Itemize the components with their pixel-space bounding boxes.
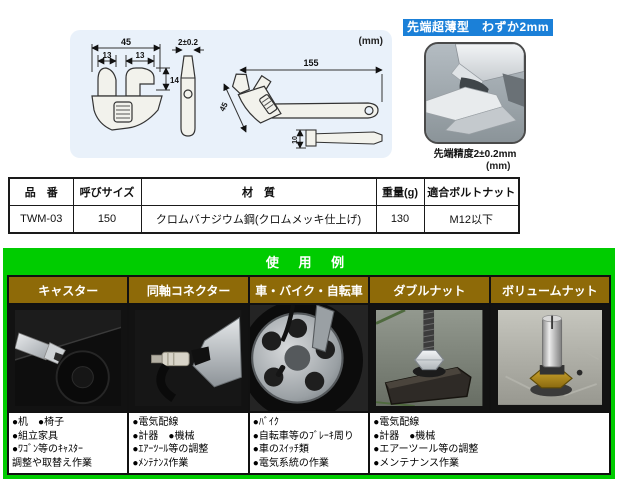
spec-table-units-label: (mm) bbox=[486, 161, 511, 172]
usage-col-header-vehicle: 車・バイク・自転車 bbox=[249, 277, 369, 303]
usage-title: 使 用 例 bbox=[265, 255, 353, 270]
note-line: ●ﾒﾝﾃﾅﾝｽ作業 bbox=[132, 457, 189, 469]
dim-head-width-angled: 45 bbox=[218, 100, 230, 112]
header-part-number: 品 番 bbox=[8, 177, 74, 206]
note-line: 調整や取替え作業 bbox=[12, 457, 92, 469]
cell-material: クロムバナジウム鋼(クロムメッキ仕上げ) bbox=[140, 205, 377, 234]
dim-jaw-depth: 14 bbox=[170, 76, 179, 85]
cell-bolt-nut-fit: M12以下 bbox=[423, 205, 520, 234]
usage-note-caster: ●机 ●椅子 ●組立家具 ●ﾜｺﾞﾝ等のｷｬｽﾀｰ 調整や取替え作業 bbox=[9, 413, 128, 473]
note-line: ●電気配線 bbox=[373, 417, 420, 428]
tip-accuracy-caption: 先端精度2±0.2mm bbox=[433, 149, 517, 160]
coaxial-connector-photo bbox=[129, 305, 248, 411]
thin-jaw-closeup-photo bbox=[424, 42, 526, 144]
note-line: ●計器 ●機械 bbox=[132, 430, 195, 442]
dim-jaw-left: 13 bbox=[103, 51, 112, 60]
header-weight: 重量(g) bbox=[375, 177, 425, 206]
header-bolt-nut-fit: 適合ボルトナット bbox=[423, 177, 520, 206]
note-line: ●電気系統の作業 bbox=[252, 457, 329, 469]
note-line: ●机 ●椅子 bbox=[12, 417, 65, 428]
note-line: ●ｴｱｰﾂｰﾙ等の調整 bbox=[132, 444, 209, 455]
feature-banner: 先端超薄型 わずか2mm bbox=[403, 19, 553, 36]
usage-col-header-volume-nut: ボリュームナット bbox=[490, 277, 609, 303]
usage-examples-section: 使 用 例 キャスター 同軸コネクター 車・バイク・自転車 ダブルナット ボリュ… bbox=[3, 248, 615, 479]
dim-tip-thickness: 2±0.2 bbox=[178, 38, 199, 47]
header-nominal-size: 呼びサイズ bbox=[72, 177, 142, 206]
wrench-length-view-drawing: 155 45 1 bbox=[218, 58, 383, 149]
note-line: ●エアーツール等の調整 bbox=[373, 444, 479, 455]
coaxial-photo-art bbox=[135, 310, 242, 406]
usage-note-vehicle: ●ﾊﾞｲｸ ●自転車等のﾌﾞﾚｰｷ周り ●車のｽｲｯﾁ類 ●電気系統の作業 bbox=[249, 413, 369, 473]
cell-weight: 130 bbox=[375, 205, 425, 234]
double-nut-photo bbox=[370, 305, 489, 411]
volume-nut-photo bbox=[490, 305, 609, 411]
spec-table-header-row: 品 番 呼びサイズ 材 質 重量(g) 適合ボルトナット bbox=[8, 177, 520, 206]
jaw-photo-art bbox=[426, 44, 524, 142]
usage-col-header-double-nut: ダブルナット bbox=[370, 277, 489, 303]
note-line: ●車のｽｲｯﾁ類 bbox=[252, 444, 309, 455]
dim-handle-thickness: 10 bbox=[292, 136, 299, 144]
usage-col-header-coaxial: 同軸コネクター bbox=[129, 277, 248, 303]
note-line: ●ﾜｺﾞﾝ等のｷｬｽﾀｰ bbox=[12, 444, 84, 455]
cell-part-number: TWM-03 bbox=[8, 205, 74, 234]
note-line: ●組立家具 bbox=[12, 430, 59, 442]
note-line: ●メンテナンス作業 bbox=[373, 457, 460, 469]
caster-photo-art bbox=[15, 310, 122, 406]
note-line: ●自転車等のﾌﾞﾚｰｷ周り bbox=[252, 430, 354, 442]
volume-nut-photo-art bbox=[497, 310, 602, 405]
vehicle-photo-art bbox=[249, 305, 369, 411]
caster-photo bbox=[9, 305, 128, 411]
dim-head-width: 45 bbox=[121, 37, 131, 47]
usage-note-coaxial: ●電気配線 ●計器 ●機械 ●ｴｱｰﾂｰﾙ等の調整 ●ﾒﾝﾃﾅﾝｽ作業 bbox=[129, 413, 248, 473]
double-nut-photo-art bbox=[376, 310, 483, 406]
spec-table: 品 番 呼びサイズ 材 質 重量(g) 適合ボルトナット TWM-03 150 … bbox=[8, 177, 520, 234]
note-line: ●電気配線 bbox=[132, 417, 179, 428]
cell-nominal-size: 150 bbox=[72, 205, 142, 234]
dim-jaw-right: 13 bbox=[136, 51, 145, 60]
header-material: 材 質 bbox=[140, 177, 377, 206]
spec-table-data-row: TWM-03 150 クロムバナジウム鋼(クロムメッキ仕上げ) 130 M12以… bbox=[8, 205, 520, 234]
usage-col-header-caster: キャスター bbox=[9, 277, 128, 303]
usage-grid: キャスター 同軸コネクター 車・バイク・自転車 ダブルナット ボリュームナット bbox=[7, 275, 611, 475]
dimension-diagram-panel: (mm) 45 13 bbox=[70, 30, 392, 158]
diagram-units-label: (mm) bbox=[358, 36, 383, 47]
wrench-front-and-side-view-drawing: 45 13 13 14 2±0.2 bbox=[91, 37, 204, 137]
usage-note-nuts: ●電気配線 ●計器 ●機械 ●エアーツール等の調整 ●メンテナンス作業 bbox=[370, 413, 609, 473]
note-line: ●ﾊﾞｲｸ bbox=[252, 417, 279, 428]
vehicle-wheel-photo bbox=[249, 305, 369, 411]
dim-overall-length: 155 bbox=[303, 58, 318, 68]
note-line: ●計器 ●機械 bbox=[373, 430, 436, 442]
